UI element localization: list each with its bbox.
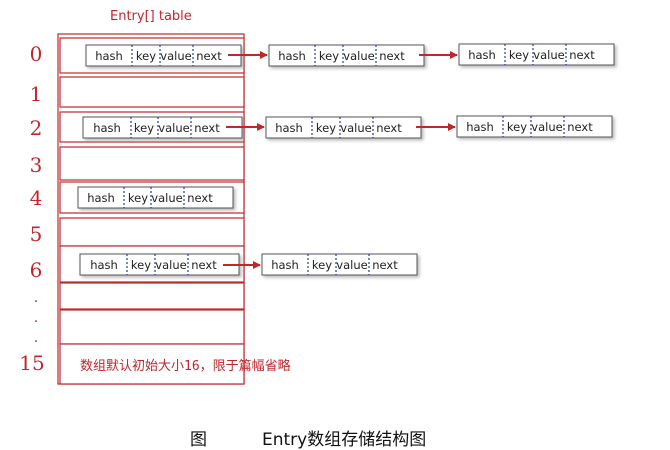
index-label-2: 2 [29,116,43,140]
field-value: value [155,258,186,272]
field-key: key [507,120,527,134]
index-label-4: 4 [29,186,43,210]
field-next: next [194,121,220,135]
field-next: next [372,258,398,272]
entry-node [458,43,615,66]
field-value: value [343,49,374,63]
index-label-6: 6 [29,258,43,282]
field-key: key [131,258,151,272]
field-key: key [509,48,529,62]
field-hash: hash [466,120,494,134]
field-dividers [123,44,567,275]
slot-7 [59,282,245,310]
field-value: value [158,121,189,135]
field-hash: hash [275,121,303,135]
field-hash: hash [93,121,121,135]
index-label-5: 5 [29,222,43,246]
field-next: next [376,121,402,135]
field-value: value [336,258,367,272]
ellipsis-dot: · [33,314,39,330]
field-next: next [567,120,593,134]
field-key: key [312,258,332,272]
slot-8 [59,309,245,345]
field-hash: hash [271,258,299,272]
field-key: key [128,191,148,205]
diagram-title: Entry[] table [110,9,192,24]
field-hash: hash [95,49,123,63]
field-value: value [531,120,562,134]
slot-5 [59,217,245,247]
field-value: value [160,49,191,63]
figure-caption-title: Entry数组存储结构图 [262,430,427,450]
slot-15 [59,343,245,385]
index-label-3: 3 [29,153,43,177]
field-value: value [533,48,564,62]
field-value: value [340,121,371,135]
next-pointers [223,51,458,269]
index-label-1: 1 [29,82,43,106]
field-next: next [379,49,405,63]
field-key: key [319,49,339,63]
ellipsis-dot: · [33,334,39,350]
index-label-0: 0 [29,42,43,66]
ellipsis-dot: · [33,294,39,310]
field-next: next [187,191,213,205]
field-next: next [569,48,595,62]
slot-3 [59,146,245,181]
entry-node [261,253,418,276]
field-value: value [151,191,182,205]
field-key: key [136,49,156,63]
entry-node [456,115,613,138]
field-key: key [134,121,154,135]
field-labels: hash key value next hash key value next … [87,48,595,272]
field-next: next [196,49,222,63]
field-key: key [316,121,336,135]
field-hash: hash [468,48,496,62]
field-hash: hash [90,258,118,272]
slot-1 [59,76,245,108]
field-hash: hash [278,49,306,63]
figure-caption-label: 图 [190,430,207,450]
field-hash: hash [87,191,115,205]
index-label-15: 15 [19,351,45,375]
field-next: next [191,258,217,272]
entry-node [77,186,234,209]
array-size-note: 数组默认初始大小16，限于篇幅省略 [80,359,291,374]
